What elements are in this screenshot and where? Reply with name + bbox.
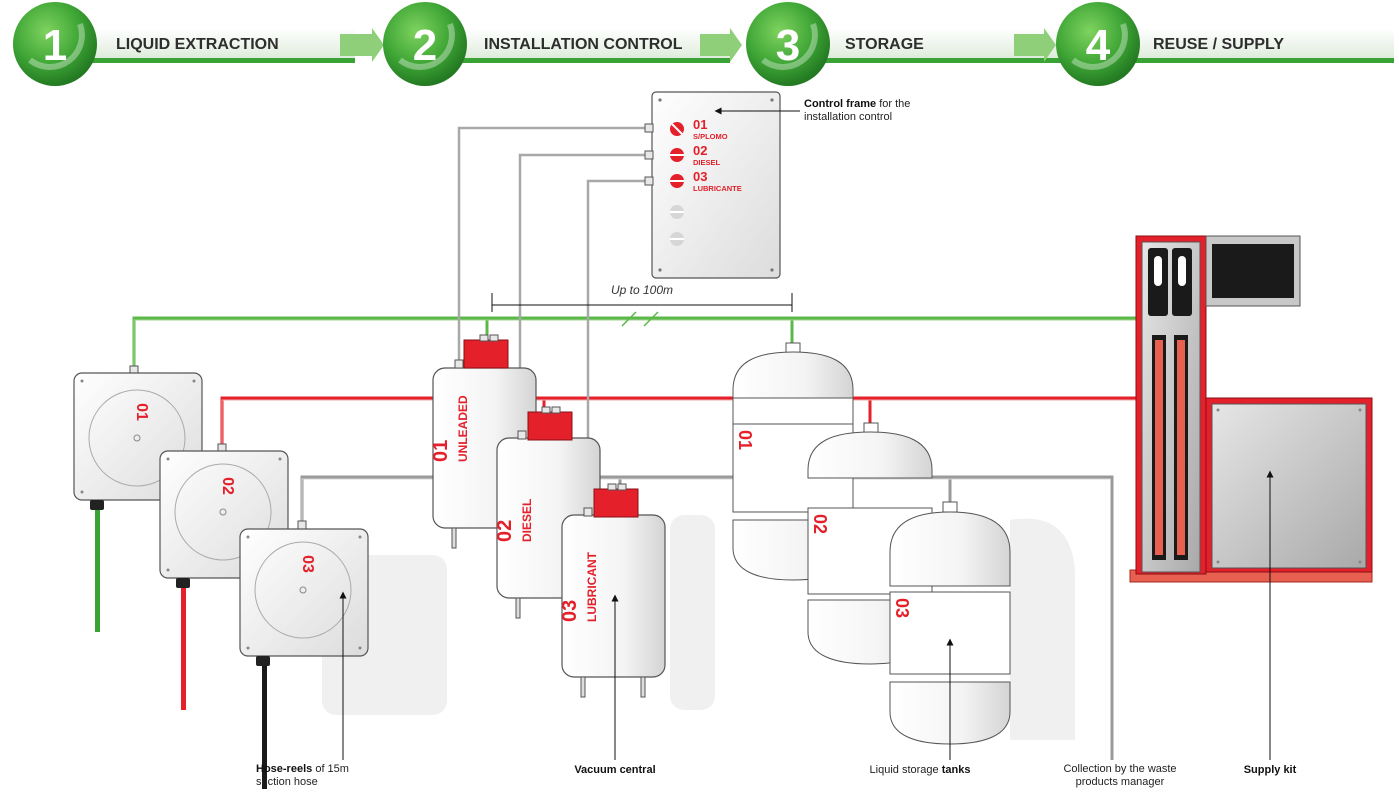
control-row-3: 03 LUBRICANTE	[670, 169, 742, 193]
control-frame-caption: Control frame for the	[804, 98, 910, 110]
step-number: 2	[413, 21, 437, 70]
distance-label: Up to 100m	[611, 283, 673, 297]
supply-kit	[1129, 235, 1373, 583]
step-arrow-icon	[700, 28, 742, 62]
step-label: LIQUID EXTRACTION	[116, 36, 279, 53]
step-badge	[746, 2, 830, 86]
step-label: INSTALLATION CONTROL	[484, 36, 683, 53]
waste-caption-line2: products manager	[1076, 776, 1165, 788]
tank-code: 03	[892, 598, 912, 618]
vacuum-code: 03	[559, 600, 581, 622]
step-arrow-icon	[340, 28, 384, 62]
control-code: 01	[693, 117, 707, 132]
control-name: LUBRICANTE	[693, 184, 742, 193]
callout-arrows	[339, 107, 1274, 760]
vacuum-central-caption: Vacuum central	[574, 764, 655, 776]
nozzle-icon	[1148, 248, 1192, 316]
step-number: 4	[1086, 21, 1111, 70]
reel-code: 03	[299, 555, 316, 573]
control-code: 03	[693, 169, 707, 184]
display-screen	[1212, 244, 1294, 298]
step-badge	[1056, 2, 1140, 86]
pipes	[132, 126, 1142, 760]
captions: Control frame for the installation contr…	[256, 98, 1297, 788]
step-label: REUSE / SUPPLY	[1153, 36, 1284, 53]
step-3: 3 STORAGE	[746, 2, 1080, 86]
step-4: 4 REUSE / SUPPLY	[1056, 2, 1394, 86]
vacuum-code: 02	[494, 520, 516, 542]
pipe-red	[220, 396, 1138, 450]
control-name: DIESEL	[693, 158, 721, 167]
hose-green	[95, 505, 100, 632]
supply-kit-caption: Supply kit	[1244, 764, 1297, 776]
step-badge	[383, 2, 467, 86]
control-row-1: 01 S/PLOMO	[670, 117, 728, 141]
step-number: 1	[43, 21, 67, 70]
step-1: 1 LIQUID EXTRACTION	[13, 2, 384, 86]
waste-caption: Collection by the waste	[1063, 763, 1176, 775]
vacuum-units: 01 UNLEADED 02 DIESEL 03 LUBRICANT	[430, 334, 666, 698]
step-label: STORAGE	[845, 36, 924, 53]
distance-dimension: Up to 100m	[491, 283, 793, 312]
hose-reels: 01 02 03	[73, 365, 369, 789]
vacuum-name: UNLEADED	[456, 395, 470, 462]
pipe-green	[132, 300, 1142, 373]
step-2: 2 INSTALLATION CONTROL	[383, 2, 742, 86]
step-arrow-icon	[1014, 28, 1056, 62]
hose-reels-caption-line2: suction hose	[256, 776, 318, 788]
storage-tanks: 01 02 03	[732, 342, 1011, 745]
control-frame-caption-line2: installation control	[804, 111, 892, 123]
step-number: 3	[776, 21, 800, 70]
control-name: S/PLOMO	[693, 132, 728, 141]
hose-reels-caption: Hose-reels of 15m	[256, 763, 349, 775]
spare-knob-icon	[670, 205, 684, 246]
vacuum-name: LUBRICANT	[585, 551, 599, 622]
hose-reel-3: 03	[239, 520, 369, 666]
reel-code: 02	[219, 477, 236, 495]
hose-red	[181, 583, 186, 710]
control-row-2: 02 DIESEL	[670, 143, 721, 167]
hose-black	[262, 662, 267, 789]
tank-code: 02	[810, 514, 830, 534]
control-code: 02	[693, 143, 707, 158]
step-badge	[13, 2, 97, 86]
vacuum-code: 01	[430, 440, 452, 462]
control-frame: 01 S/PLOMO 02 DIESEL 03 LUBRICANTE	[644, 91, 781, 279]
steps-header: 1 LIQUID EXTRACTION 2 INSTALLATION CONTR…	[13, 2, 1394, 86]
tank-code: 01	[735, 430, 755, 450]
vacuum-name: DIESEL	[520, 499, 534, 542]
tanks-caption: Liquid storage tanks	[870, 764, 971, 776]
reel-code: 01	[133, 403, 150, 421]
vacuum-unit-3: 03 LUBRICANT	[559, 483, 666, 698]
